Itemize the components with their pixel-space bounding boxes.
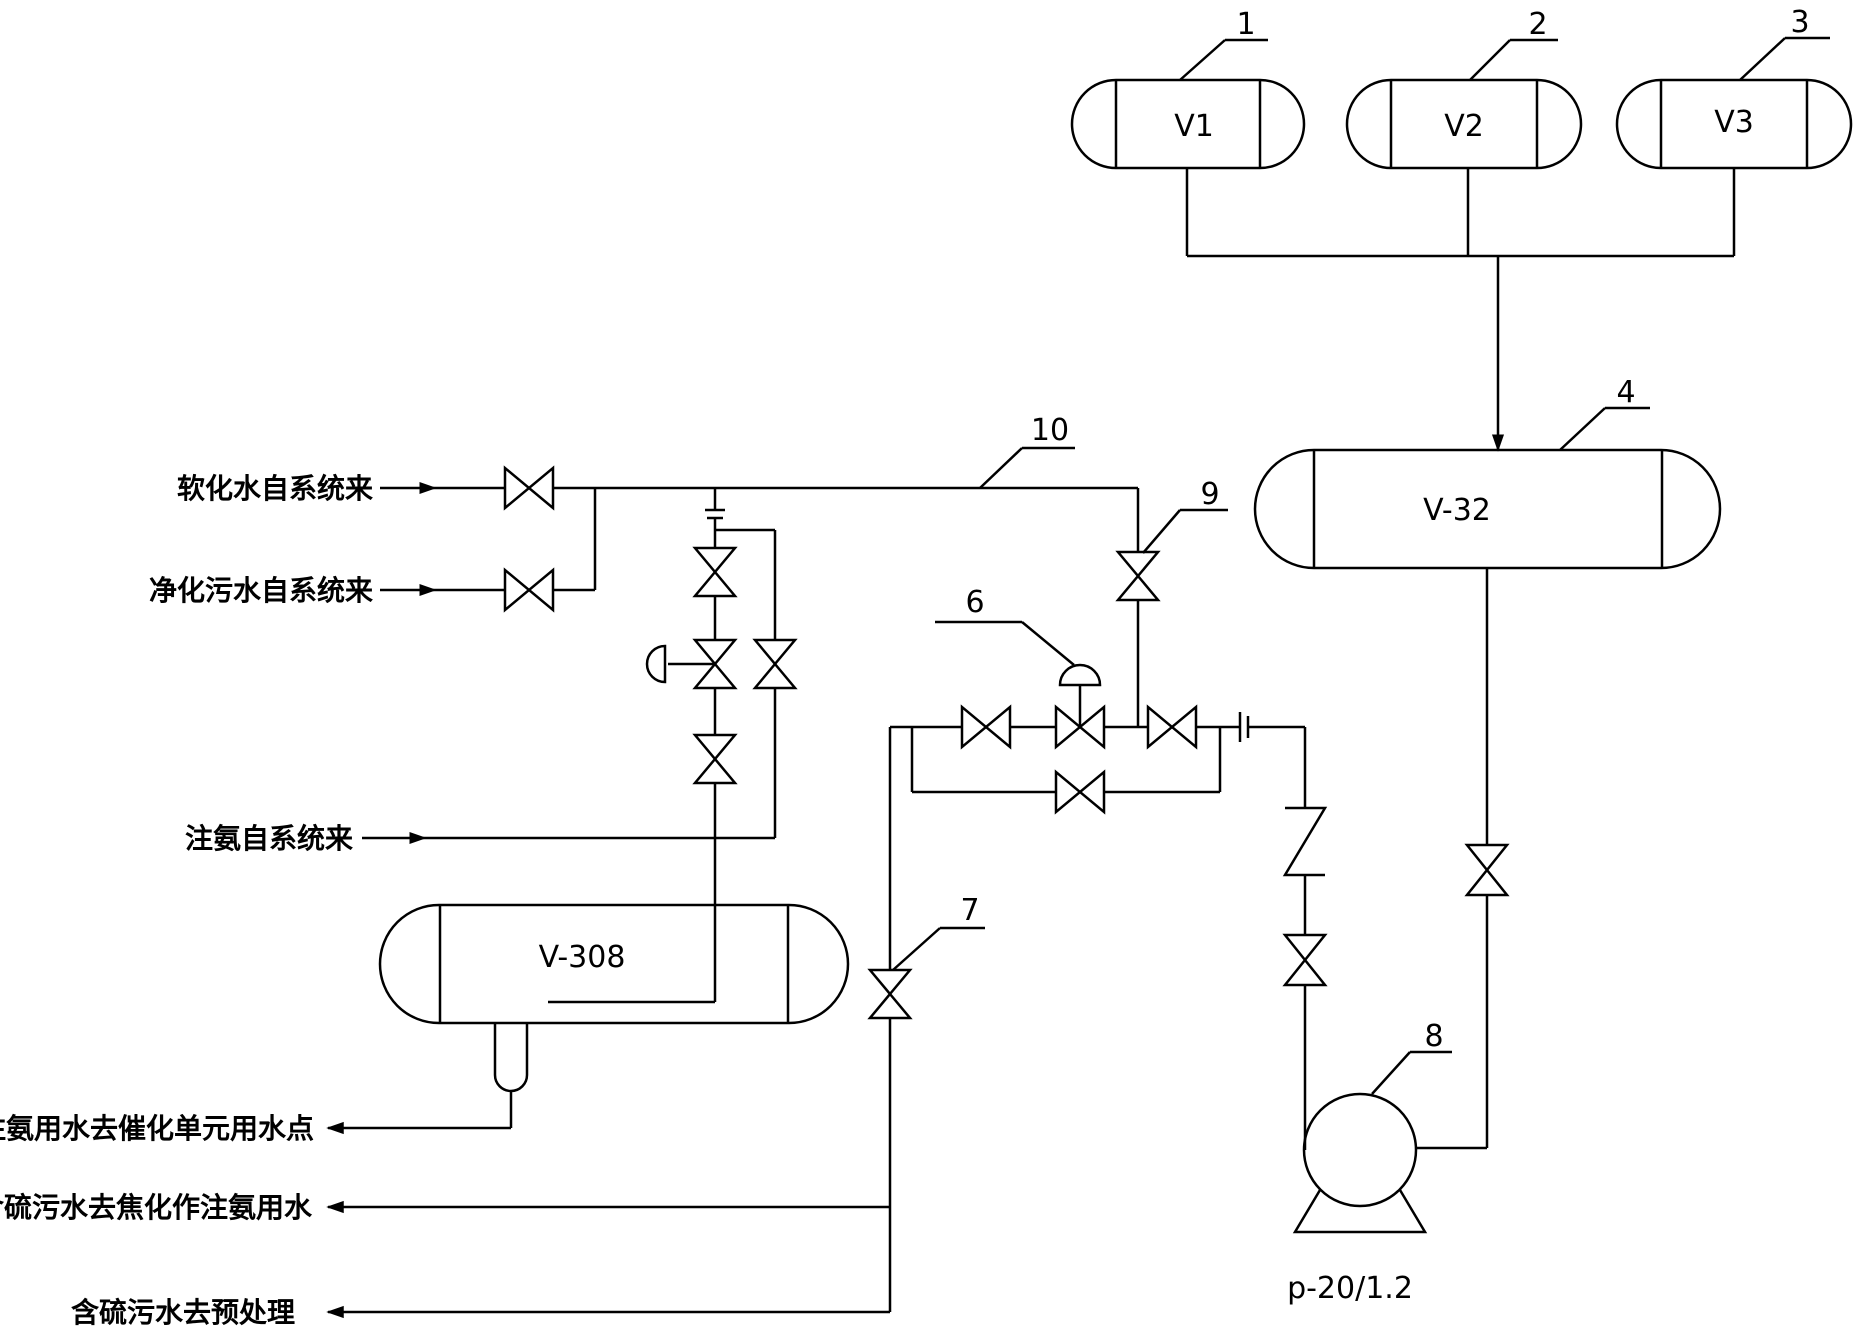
valve-purified-wastewater xyxy=(503,567,555,613)
svg-text:2: 2 xyxy=(1528,7,1547,42)
callout-1: 1 xyxy=(1179,7,1268,81)
valve-pump-discharge xyxy=(1282,933,1328,987)
sour-water-to-coking-label: 含硫污水去焦化作注氨用水 xyxy=(0,1191,313,1224)
callout-2: 2 xyxy=(1469,7,1558,81)
valve-7 xyxy=(867,968,913,1020)
svg-text:10: 10 xyxy=(1031,413,1069,448)
valve-manifold-left xyxy=(960,704,1012,750)
softened-water-label: 软化水自系统来 xyxy=(177,472,373,505)
valve-9 xyxy=(1115,550,1161,602)
callout-9: 9 xyxy=(1142,477,1228,554)
callout-10: 10 xyxy=(979,413,1075,489)
stream-ammonia-in: 注氨自系统来 xyxy=(185,822,427,855)
callout-6: 6 xyxy=(935,585,1075,666)
vessel-v2-label: V2 xyxy=(1444,109,1484,144)
control-valve-ammonia xyxy=(645,638,738,690)
vessel-v1: V1 xyxy=(1070,78,1306,170)
vessel-v308-label: V-308 xyxy=(539,940,626,975)
stream-softened-water-in: 软化水自系统来 xyxy=(177,472,505,505)
valve-ammonia-lower xyxy=(692,733,738,785)
vessel-v1-label: V1 xyxy=(1174,109,1214,144)
sour-water-to-pretreatment-label: 含硫污水去预处理 xyxy=(71,1296,295,1329)
svg-text:4: 4 xyxy=(1616,375,1635,410)
pump-p20 xyxy=(1292,1092,1428,1234)
line-10-header xyxy=(553,486,1138,592)
vessel-v3: V3 xyxy=(1615,78,1853,170)
purified-wastewater-label: 净化污水自系统来 xyxy=(149,574,373,607)
valve-ammonia-bypass xyxy=(752,638,798,690)
vessel-v32-label: V-32 xyxy=(1423,493,1491,528)
svg-text:9: 9 xyxy=(1200,477,1219,512)
control-valve-6 xyxy=(1054,663,1106,750)
v308-boot xyxy=(326,1023,529,1135)
ammonia-line-pipe xyxy=(425,488,777,1004)
valve-v32-outlet xyxy=(1464,843,1510,897)
pump-discharge-pipe xyxy=(1248,725,1307,1150)
svg-text:3: 3 xyxy=(1790,5,1809,40)
callout-3: 3 xyxy=(1739,5,1830,81)
svg-text:8: 8 xyxy=(1424,1019,1443,1054)
callout-7: 7 xyxy=(892,893,985,971)
manifold-pipe xyxy=(888,725,1240,1312)
vessel-v32: V-32 xyxy=(1253,448,1722,570)
svg-text:1: 1 xyxy=(1236,7,1255,42)
tank-header-pipe xyxy=(1185,168,1736,452)
valve-manifold-right xyxy=(1146,704,1198,750)
v32-outlet-pipe xyxy=(1360,568,1489,1155)
ammonia-in-label: 注氨自系统来 xyxy=(185,822,353,855)
valve-ammonia-upper xyxy=(692,546,738,598)
callout-8: 8 xyxy=(1371,1019,1452,1095)
vessel-v2: V2 xyxy=(1345,78,1583,170)
stream-purified-wastewater-in: 净化污水自系统来 xyxy=(149,574,505,607)
flange-pump-line xyxy=(1238,712,1250,742)
callout-4: 4 xyxy=(1559,375,1650,451)
valve-softened-water xyxy=(503,465,555,511)
valve-bypass xyxy=(1054,769,1106,815)
check-valve xyxy=(1282,806,1328,877)
svg-text:6: 6 xyxy=(965,585,984,620)
svg-text:7: 7 xyxy=(960,893,979,928)
vessel-v308: V-308 xyxy=(378,903,850,1025)
pump-label: p-20/1.2 xyxy=(1287,1271,1413,1306)
vessel-v3-label: V3 xyxy=(1714,105,1754,140)
ammonia-water-to-fcc-label: 注氨用水去催化单元用水点 xyxy=(0,1112,314,1145)
